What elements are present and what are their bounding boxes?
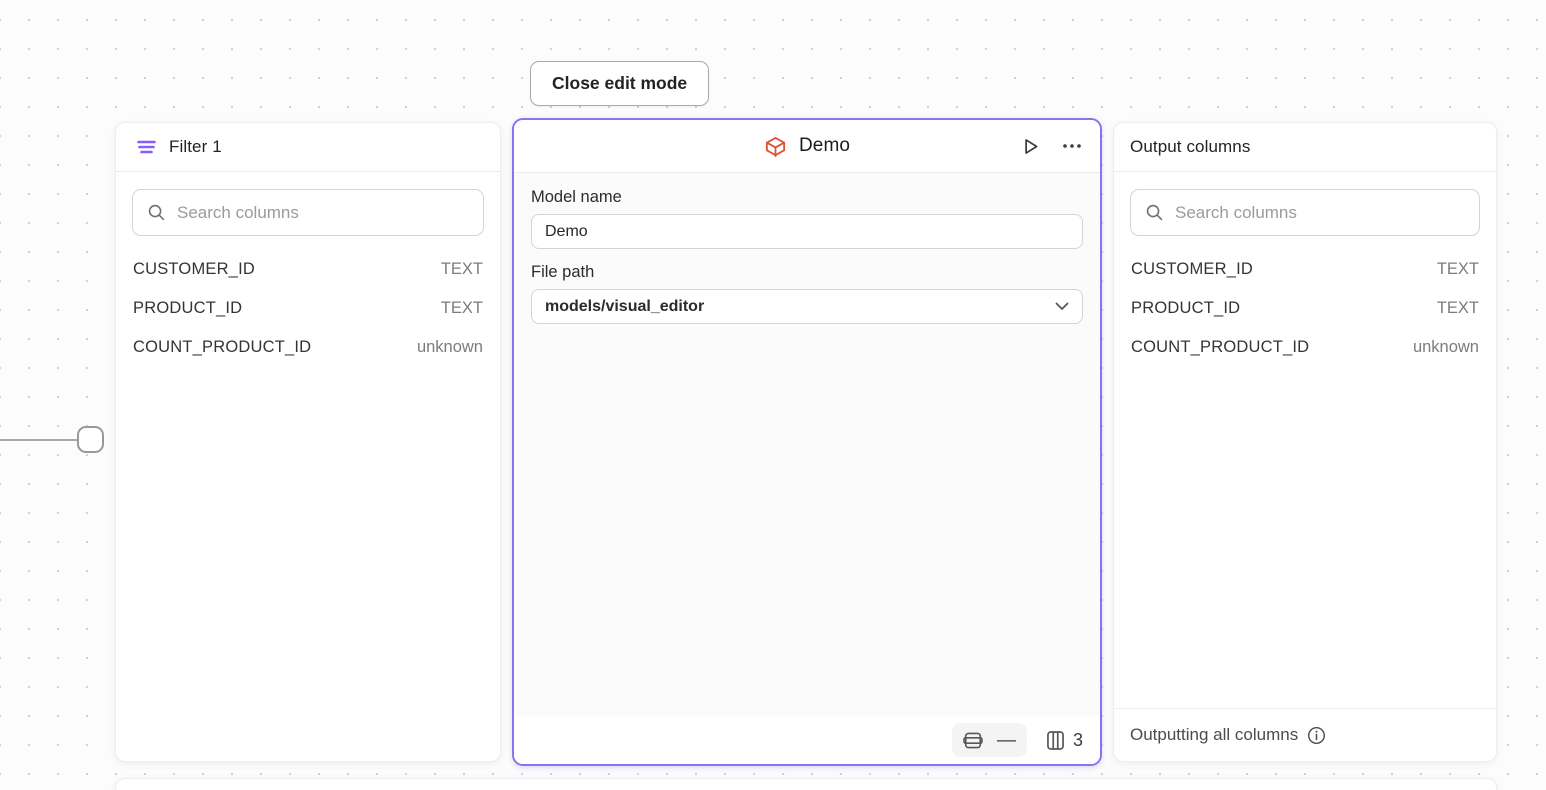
model-node-title: Demo	[798, 135, 851, 156]
model-node-header: Demo	[514, 120, 1100, 173]
outputting-all-columns-text: Outputting all columns	[1130, 725, 1299, 744]
column-count-value: 3	[1072, 729, 1083, 750]
search-icon	[1145, 203, 1164, 222]
column-type: TEXT	[440, 299, 483, 317]
column-count-indicator[interactable]: 3	[1047, 730, 1083, 751]
column-row[interactable]: CUSTOMER_ID TEXT	[132, 250, 484, 289]
column-name: PRODUCT_ID	[133, 299, 243, 317]
column-type: unknown	[1412, 338, 1479, 356]
column-name: COUNT_PRODUCT_ID	[1131, 338, 1310, 356]
column-type: TEXT	[1436, 299, 1479, 317]
table-columns-icon	[1047, 730, 1064, 750]
output-panel-footer: Outputting all columns	[1114, 708, 1496, 761]
column-row[interactable]: PRODUCT_ID TEXT	[1130, 289, 1480, 328]
filter-column-list: CUSTOMER_ID TEXT PRODUCT_ID TEXT COUNT_P…	[116, 248, 500, 369]
file-path-value: models/visual_editor	[545, 297, 705, 315]
model-cube-icon	[764, 135, 787, 158]
output-search-box[interactable]	[1130, 189, 1480, 236]
filter-search-box[interactable]	[132, 189, 484, 236]
model-node-footer: — 3	[514, 716, 1100, 764]
run-model-button[interactable]	[1018, 134, 1043, 159]
column-row[interactable]: PRODUCT_ID TEXT	[132, 289, 484, 328]
search-icon	[147, 203, 166, 222]
row-limit-control[interactable]: —	[951, 723, 1027, 757]
info-icon[interactable]	[1307, 726, 1326, 745]
file-path-label: File path	[531, 263, 595, 281]
model-node-panel[interactable]: Demo Model name File pat	[512, 118, 1102, 766]
table-rows-icon	[963, 732, 983, 749]
filter-search-input[interactable]	[177, 202, 469, 223]
model-name-input[interactable]	[531, 214, 1083, 249]
column-name: CUSTOMER_ID	[133, 260, 255, 278]
model-header-actions	[1018, 120, 1084, 172]
output-panel-header: Output columns	[1114, 123, 1496, 172]
column-name: COUNT_PRODUCT_ID	[133, 338, 312, 356]
row-limit-value: —	[996, 729, 1016, 751]
connection-handle[interactable]	[77, 426, 104, 453]
column-type: unknown	[416, 338, 483, 356]
output-columns-panel[interactable]: Output columns CUSTOMER_ID TEXT PRODUCT_…	[1113, 122, 1497, 762]
output-search-input[interactable]	[1175, 202, 1465, 223]
more-options-button[interactable]	[1060, 141, 1084, 151]
column-row[interactable]: COUNT_PRODUCT_ID unknown	[132, 328, 484, 367]
output-panel-title: Output columns	[1130, 137, 1251, 156]
file-path-select[interactable]: models/visual_editor	[531, 289, 1083, 324]
column-name: PRODUCT_ID	[1131, 299, 1241, 317]
edge-connector-line	[0, 439, 78, 441]
bottom-results-panel[interactable]	[115, 778, 1497, 790]
column-name: CUSTOMER_ID	[1131, 260, 1253, 278]
column-type: TEXT	[1436, 260, 1479, 278]
column-type: TEXT	[440, 260, 483, 278]
chevron-down-icon	[1055, 302, 1069, 311]
model-node-body: Model name File path models/visual_edito…	[514, 173, 1100, 716]
column-row[interactable]: COUNT_PRODUCT_ID unknown	[1130, 328, 1480, 367]
model-name-label: Model name	[531, 188, 622, 206]
filter-node-panel[interactable]: Filter 1 CUSTOMER_ID TEXT PRODUCT_ID TEX…	[115, 122, 501, 762]
close-edit-mode-button[interactable]: Close edit mode	[530, 61, 710, 106]
output-column-list: CUSTOMER_ID TEXT PRODUCT_ID TEXT COUNT_P…	[1114, 248, 1496, 369]
filter-icon	[136, 137, 157, 157]
filter-node-title: Filter 1	[169, 137, 222, 156]
column-row[interactable]: CUSTOMER_ID TEXT	[1130, 250, 1480, 289]
filter-node-header: Filter 1	[116, 123, 500, 172]
